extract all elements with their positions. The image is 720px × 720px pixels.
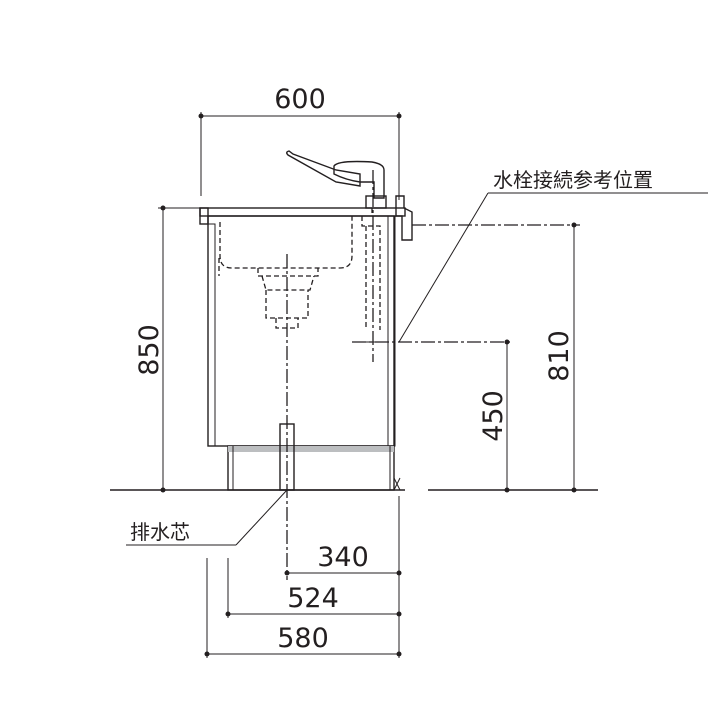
dim-label-600: 600 [274, 84, 326, 115]
callout-faucet-connection: 水栓接続参考位置 [398, 168, 708, 343]
label-drain-center: 排水芯 [130, 520, 190, 544]
dim-label-850: 850 [134, 324, 165, 376]
dim-height-450: 450 [352, 339, 512, 493]
dim-label-340: 340 [317, 542, 369, 573]
countertop [199, 195, 413, 241]
countertop-front-lip [199, 207, 209, 225]
drain-pipe [279, 254, 295, 580]
cabinet-left-stile [207, 223, 216, 447]
dim-height-850: 850 [134, 205, 200, 493]
faucet-body [333, 160, 385, 199]
plinth-shadow [228, 446, 394, 452]
faucet [286, 150, 387, 362]
drain-basket [257, 268, 319, 277]
dim-label-450: 450 [478, 390, 509, 442]
dim-bottom: 340 524 580 [204, 496, 402, 658]
dim-label-580: 580 [277, 623, 329, 654]
label-faucet-connection: 水栓接続参考位置 [493, 168, 653, 192]
countertop-backsplash [395, 195, 413, 241]
faucet-spout [286, 150, 361, 187]
faucet-base [365, 195, 387, 209]
callout-drain-center: 排水芯 [126, 489, 288, 546]
sink-cabinet [207, 215, 401, 491]
sink-bowl [218, 216, 353, 329]
countertop-slab [199, 207, 406, 217]
dim-height-810: 810 [412, 222, 580, 493]
dim-label-524: 524 [287, 583, 339, 614]
dim-width-600: 600 [198, 84, 402, 200]
dim-label-810: 810 [544, 330, 575, 382]
cabinet-plinth [227, 445, 395, 491]
